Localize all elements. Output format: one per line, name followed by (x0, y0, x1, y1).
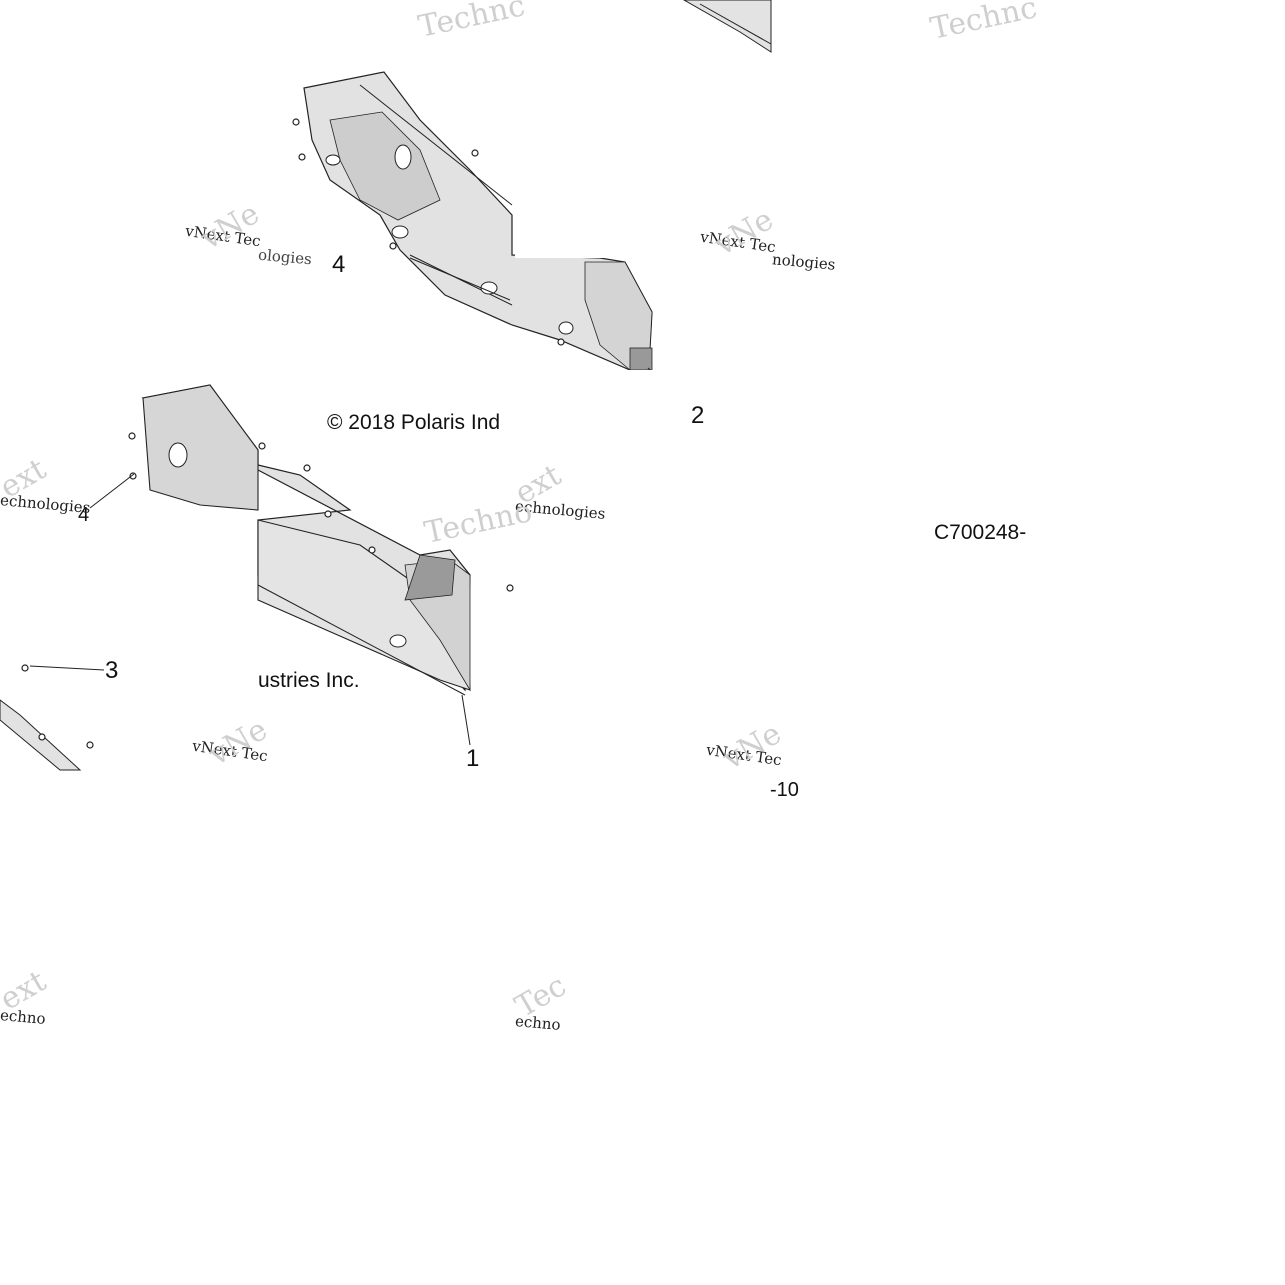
partial-panel-top (682, 0, 772, 53)
fasteners-lower (21, 432, 514, 749)
fasteners-upper (292, 118, 565, 346)
copyright-line-part1: © 2018 Polaris Ind (327, 411, 501, 434)
callout-1: 1 (466, 745, 480, 772)
watermark-fragment: ologies (257, 245, 313, 269)
drawing-code: C700248- (934, 521, 1027, 544)
callout-4-upper: 4 (332, 251, 346, 278)
watermark-fragment: echno (514, 1012, 562, 1034)
callout-2: 2 (691, 402, 705, 429)
rocker-panel-left (0, 384, 471, 771)
callout-3: 3 (105, 657, 119, 684)
drawing-code-suffix: -10 (770, 779, 799, 801)
rocker-panel-right (303, 71, 653, 371)
copyright-line-part2: ustries Inc. (258, 669, 360, 692)
callout-4-lower: 4 (78, 504, 90, 526)
watermark-fragment: echno (0, 1006, 47, 1028)
